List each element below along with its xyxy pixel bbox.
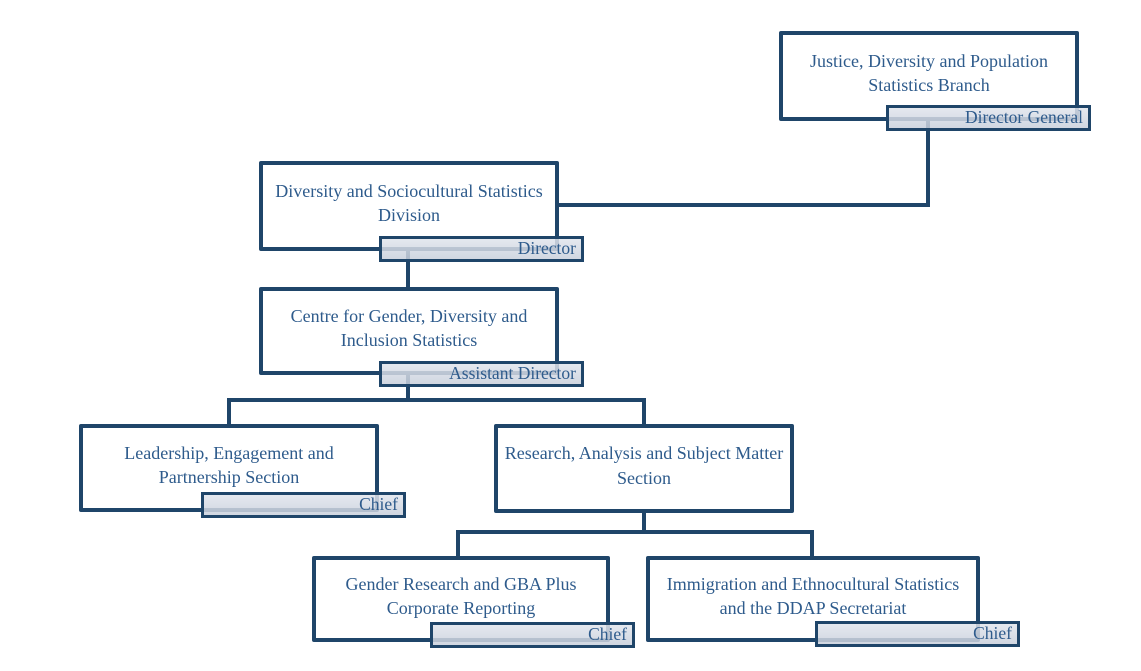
role-tag-chief-leadership-label: Chief [359,493,398,514]
org-node-research: Research, Analysis and Subject Matter Se… [494,424,794,513]
role-tag-assistant-director-label: Assistant Director [449,362,576,383]
connector-division-centre [406,249,410,289]
role-tag-assistant-director: Assistant Director [379,361,584,387]
connector-split-research [642,398,646,426]
connector-research-drop [642,511,646,534]
connector-split-immigration [810,530,814,558]
org-node-leadership-label: Leadership, Engagement and Partnership S… [124,442,334,487]
role-tag-chief-gender-label: Chief [588,623,627,644]
org-node-branch-label: Justice, Diversity and Population Statis… [810,50,1048,95]
org-node-research-label: Research, Analysis and Subject Matter Se… [504,443,784,488]
role-tag-director-general-label: Director General [964,106,1083,127]
connector-split-leadership [227,398,231,426]
connector-branch-drop [926,119,930,207]
org-node-centre-label: Centre for Gender, Diversity and Inclusi… [290,305,528,350]
role-tag-chief-immigration: Chief [815,621,1020,647]
role-tag-director-label: Director [517,237,576,258]
org-node-immigration-label: Immigration and Ethnocultural Statistics… [666,573,960,618]
connector-centre-split [227,398,646,402]
org-node-division-label: Diversity and Sociocultural Statistics D… [275,180,543,225]
role-tag-director: Director [379,236,584,262]
role-tag-chief-gender: Chief [430,622,635,648]
connector-research-split [456,530,814,534]
connector-centre-drop [406,373,410,402]
role-tag-chief-immigration-label: Chief [973,622,1012,643]
role-tag-director-general: Director General [886,105,1091,131]
connector-branch-division [555,203,930,207]
connector-split-gender [456,530,460,558]
org-node-gender-label: Gender Research and GBA Plus Corporate R… [345,573,577,618]
role-tag-chief-leadership: Chief [201,492,406,518]
